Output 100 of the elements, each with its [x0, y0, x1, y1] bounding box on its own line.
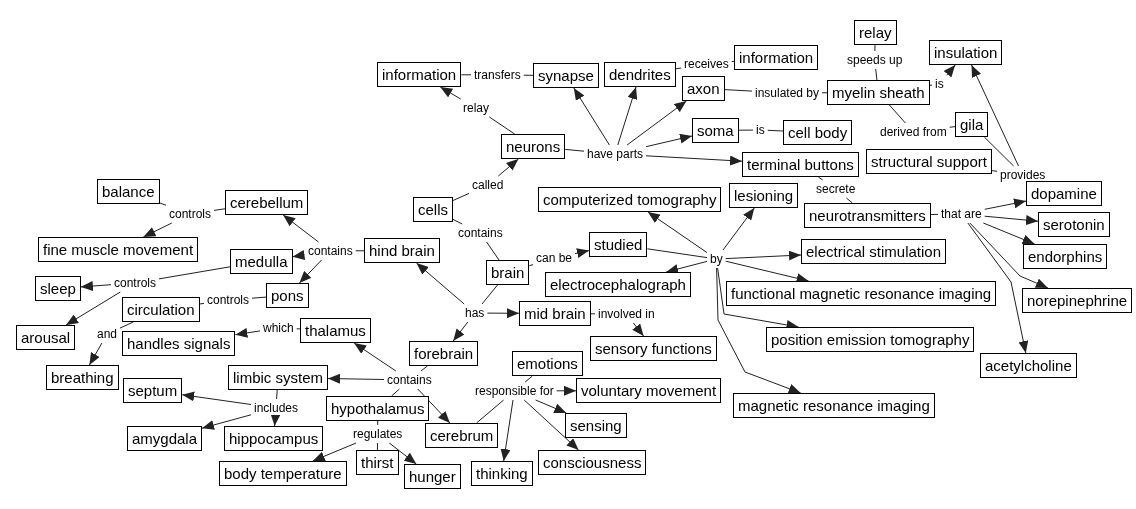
concept-box: hind brain — [364, 238, 440, 263]
arrow — [298, 259, 323, 284]
concept-box: fine muscle movement — [38, 237, 199, 262]
arrow — [327, 373, 385, 384]
concept-box: limbic system — [228, 365, 328, 390]
arrow — [439, 86, 462, 100]
arrow — [982, 222, 1036, 245]
concept-box: dopamine — [1026, 181, 1102, 206]
concept-box: norepinephrine — [1022, 288, 1133, 313]
connector-line — [476, 399, 505, 424]
concept-box: endorphins — [1023, 244, 1108, 269]
linking-phrase: by — [709, 252, 724, 266]
connector-line — [991, 170, 998, 172]
connector-line — [481, 284, 498, 305]
concept-box: cerebrum — [425, 423, 499, 448]
linking-phrase: controls — [168, 207, 213, 221]
arrow — [88, 342, 103, 366]
concept-box: electrical stimulation — [801, 239, 947, 264]
linking-phrase: which — [262, 321, 295, 335]
concept-box: sensing — [565, 413, 627, 438]
linking-phrase: secrete — [815, 182, 857, 196]
connector-line — [646, 248, 708, 259]
connector-line — [930, 213, 939, 215]
arrow — [181, 391, 252, 405]
arrow — [626, 100, 687, 146]
concept-box: acetylcholine — [980, 353, 1077, 378]
linking-phrase: transfers — [473, 68, 522, 82]
arrow — [292, 250, 306, 260]
linking-phrase: and — [96, 327, 119, 341]
arrow — [725, 250, 802, 261]
linking-phrase: controls — [113, 276, 158, 290]
arrow — [416, 262, 465, 305]
connector-line — [724, 89, 753, 92]
connector-line — [874, 44, 876, 52]
concept-box: breathing — [46, 365, 119, 390]
concept-box: thirst — [356, 450, 399, 475]
concept-box: medulla — [230, 249, 293, 274]
arrow — [647, 211, 708, 254]
connector-line — [460, 74, 472, 76]
arrow — [65, 291, 121, 326]
linking-phrase: can be — [535, 251, 574, 265]
concept-box: hippocampus — [224, 426, 324, 451]
concept-box: septum — [123, 378, 183, 403]
connector-line — [675, 67, 682, 70]
connector-line — [731, 60, 735, 63]
connector-line — [420, 365, 428, 372]
arrow — [486, 308, 520, 319]
concept-box: neurotransmitters — [804, 203, 931, 228]
arrow — [388, 442, 417, 465]
connector-line — [213, 208, 226, 211]
concept-box: pons — [266, 283, 309, 308]
arrow — [967, 222, 1029, 354]
connector-line — [488, 116, 516, 135]
connector-line — [983, 136, 1015, 167]
concept-box: computerized tomography — [538, 187, 722, 212]
arrow — [556, 385, 577, 396]
linking-phrase: relay — [462, 101, 490, 115]
concept-box: handles signals — [122, 331, 236, 356]
concept-box: terminal buttons — [742, 152, 859, 177]
arrow — [969, 222, 1049, 289]
arrow — [535, 399, 567, 414]
arrow — [943, 64, 956, 78]
concept-box: gila — [955, 112, 989, 137]
arrow — [497, 158, 519, 177]
concept-box: synapse — [533, 63, 599, 88]
concept-box: dendrites — [604, 62, 676, 87]
arrow — [573, 87, 610, 146]
linking-phrase: speeds up — [846, 53, 904, 67]
connector-line — [888, 104, 906, 124]
concept-box: thalamus — [300, 318, 371, 343]
arrow — [282, 214, 319, 243]
arrow — [722, 207, 755, 251]
concept-box: sensory functions — [590, 336, 717, 361]
connector-line — [251, 296, 267, 299]
arrow — [984, 215, 1039, 226]
concept-box: myelin sheath — [827, 80, 930, 105]
concept-box: position emission tomography — [766, 327, 975, 352]
connector-line — [845, 197, 853, 204]
arrow — [665, 260, 708, 274]
arrow — [500, 399, 514, 462]
arrow — [452, 321, 469, 342]
connector-line — [523, 74, 534, 76]
linking-phrase: have parts — [586, 147, 645, 161]
arrow — [201, 414, 252, 430]
linking-phrase: controls — [206, 293, 251, 307]
connector-line — [355, 250, 365, 252]
arrow — [142, 222, 173, 238]
arrow — [312, 442, 357, 462]
concept-box: emotions — [512, 351, 583, 376]
concept-box: information — [377, 62, 462, 87]
connector-line — [875, 68, 878, 81]
concept-box: cerebellum — [225, 190, 309, 215]
connector-line — [276, 389, 278, 400]
connector-line — [817, 176, 824, 181]
concept-box: arousal — [16, 325, 76, 350]
concept-box: voluntary movement — [576, 378, 722, 403]
concept-box: information — [734, 45, 819, 70]
arrow — [645, 155, 743, 166]
connector-line — [524, 375, 533, 383]
concept-box: serotonin — [1038, 212, 1110, 237]
